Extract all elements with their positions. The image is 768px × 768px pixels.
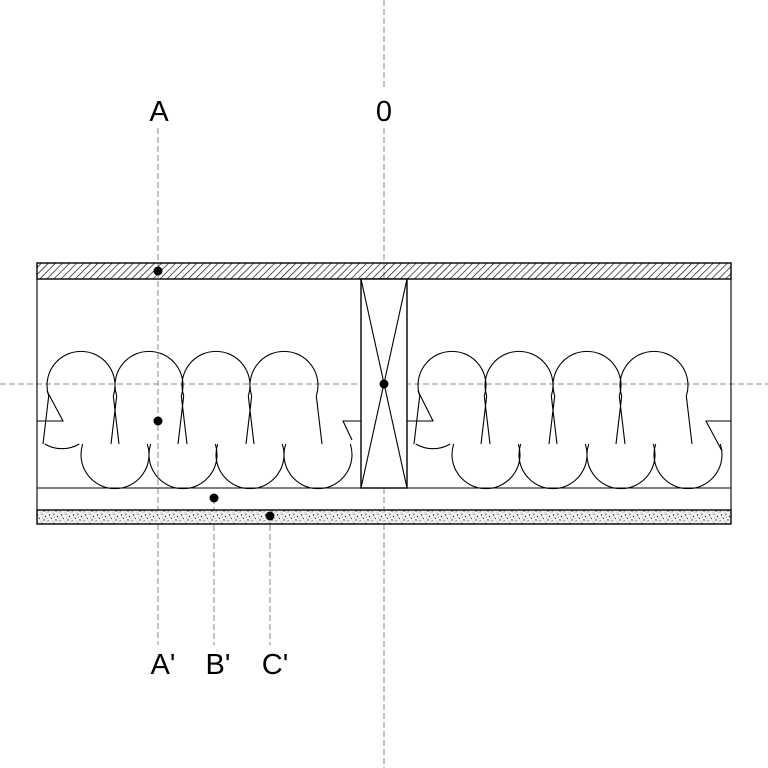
label-c-prime: C' <box>262 649 288 681</box>
point-air-gap <box>209 493 219 503</box>
label-a: A <box>149 96 169 128</box>
label-b-prime: B' <box>206 649 231 681</box>
point-sheathing <box>153 266 163 276</box>
label-zero: 0 <box>376 96 392 128</box>
exterior-sheathing <box>36 262 732 280</box>
interior-gypsum-board <box>36 509 732 525</box>
point-gypsum <box>265 511 275 521</box>
label-a-prime: A' <box>151 649 176 681</box>
point-insulation <box>153 416 163 426</box>
insulation-batt-right <box>407 350 731 490</box>
insulation-batt-left <box>37 350 361 490</box>
point-stud-center <box>379 379 389 389</box>
